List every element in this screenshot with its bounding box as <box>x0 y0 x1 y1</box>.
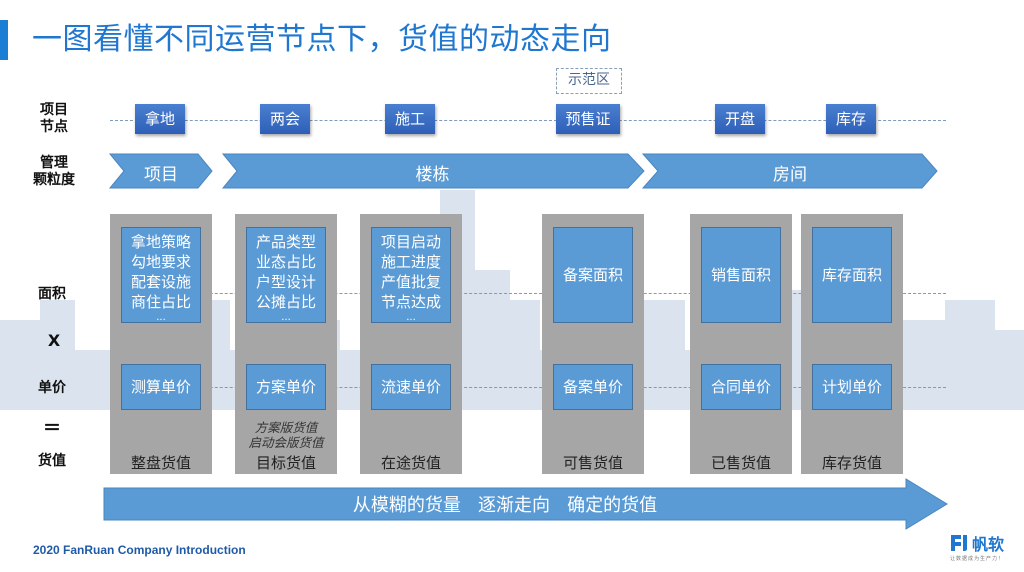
logo-name: 帆软 <box>972 535 1005 554</box>
row-label-nodes-line1: 项目 <box>40 102 68 118</box>
value-label-presale: 可售货值 <box>562 454 623 472</box>
node-inventory: 库存 <box>826 104 876 134</box>
chevron-project-label: 项目 <box>144 165 178 185</box>
area-line: 拿地策略 <box>130 233 191 251</box>
area-line: 产品类型 <box>255 233 316 251</box>
logo-tagline: 让数据成为生产力！ <box>950 556 1005 562</box>
row-label-value: 货值 <box>38 453 66 469</box>
fanruan-logo-icon <box>951 535 967 551</box>
area-line: 业态占比 <box>255 253 316 271</box>
title-accent-bar <box>0 20 8 60</box>
area-line: 节点达成 <box>380 293 441 311</box>
area-box-opening: 销售面积 <box>701 227 781 323</box>
price-box-presale: 备案单价 <box>553 364 633 410</box>
node-two-meetings: 两会 <box>260 104 310 134</box>
row-label-granularity-line1: 管理 <box>40 155 68 171</box>
price-box-opening: 合同单价 <box>701 364 781 410</box>
demo-zone-tag: 示范区 <box>556 68 622 94</box>
area-box-two-meetings: 产品类型 业态占比 户型设计 公摊占比 ... <box>246 227 326 323</box>
row-label-nodes: 项目 节点 <box>24 102 84 136</box>
area-box-presale: 备案面积 <box>553 227 633 323</box>
row-label-equals: ＝ <box>43 418 61 439</box>
value-label-two-meetings: 目标货值 <box>255 454 316 472</box>
area-line: 项目启动 <box>380 233 441 251</box>
price-box-land: 测算单价 <box>121 364 201 410</box>
area-ellipsis: ... <box>156 312 166 323</box>
area-dashed-line <box>110 293 946 294</box>
row-label-granularity: 管理 颗粒度 <box>24 155 84 189</box>
area-line: 商住占比 <box>130 293 191 311</box>
value-label-construction: 在途货值 <box>380 454 441 472</box>
node-presale-permit: 预售证 <box>556 104 620 134</box>
chevron-building-label: 楼栋 <box>415 165 450 185</box>
area-line: 户型设计 <box>255 273 316 291</box>
chevron-project <box>108 153 213 189</box>
fanruan-logo: 帆软 让数据成为生产力！ <box>950 531 1004 562</box>
row-label-price: 单价 <box>38 380 66 396</box>
price-box-construction: 流速单价 <box>371 364 451 410</box>
target-value-notes: 方案版货值 启动会版货值 <box>235 420 337 450</box>
progress-arrow-label: 从模糊的货量 逐渐走向 确定的货值 <box>352 495 658 516</box>
node-opening: 开盘 <box>715 104 765 134</box>
value-label-inventory: 库存货值 <box>821 454 882 472</box>
node-construction: 施工 <box>385 104 435 134</box>
row-label-nodes-line2: 节点 <box>40 119 68 135</box>
row-label-times: X <box>47 331 61 350</box>
area-ellipsis: ... <box>406 312 416 323</box>
area-box-land: 拿地策略 勾地要求 配套设施 商住占比 ... <box>121 227 201 323</box>
node-land-acquisition: 拿地 <box>135 104 185 134</box>
area-line: 公摊占比 <box>255 293 316 311</box>
timeline-dashed-line <box>110 120 946 121</box>
value-label-land: 整盘货值 <box>130 454 191 472</box>
area-line: 配套设施 <box>130 273 191 291</box>
value-label-opening: 已售货值 <box>710 454 771 472</box>
note-scheme-version: 方案版货值 <box>254 420 318 435</box>
footer-text: 2020 FanRuan Company Introduction <box>33 543 246 557</box>
row-label-area: 面积 <box>38 286 66 302</box>
chevron-building <box>221 153 645 189</box>
area-box-inventory: 库存面积 <box>812 227 892 323</box>
area-ellipsis: ... <box>281 312 291 323</box>
area-line: 施工进度 <box>380 253 441 271</box>
row-label-granularity-line2: 颗粒度 <box>33 172 75 188</box>
note-kickoff-version: 启动会版货值 <box>248 435 324 450</box>
area-line: 勾地要求 <box>130 253 191 271</box>
price-box-two-meetings: 方案单价 <box>246 364 326 410</box>
page-title: 一图看懂不同运营节点下，货值的动态走向 <box>32 22 612 57</box>
chevron-room <box>641 153 938 189</box>
chevron-room-label: 房间 <box>773 165 807 185</box>
area-box-construction: 项目启动 施工进度 产值批复 节点达成 ... <box>371 227 451 323</box>
area-line: 产值批复 <box>380 273 441 291</box>
price-dashed-line <box>110 387 946 388</box>
price-box-inventory: 计划单价 <box>812 364 892 410</box>
progress-arrow-shape <box>103 478 948 530</box>
